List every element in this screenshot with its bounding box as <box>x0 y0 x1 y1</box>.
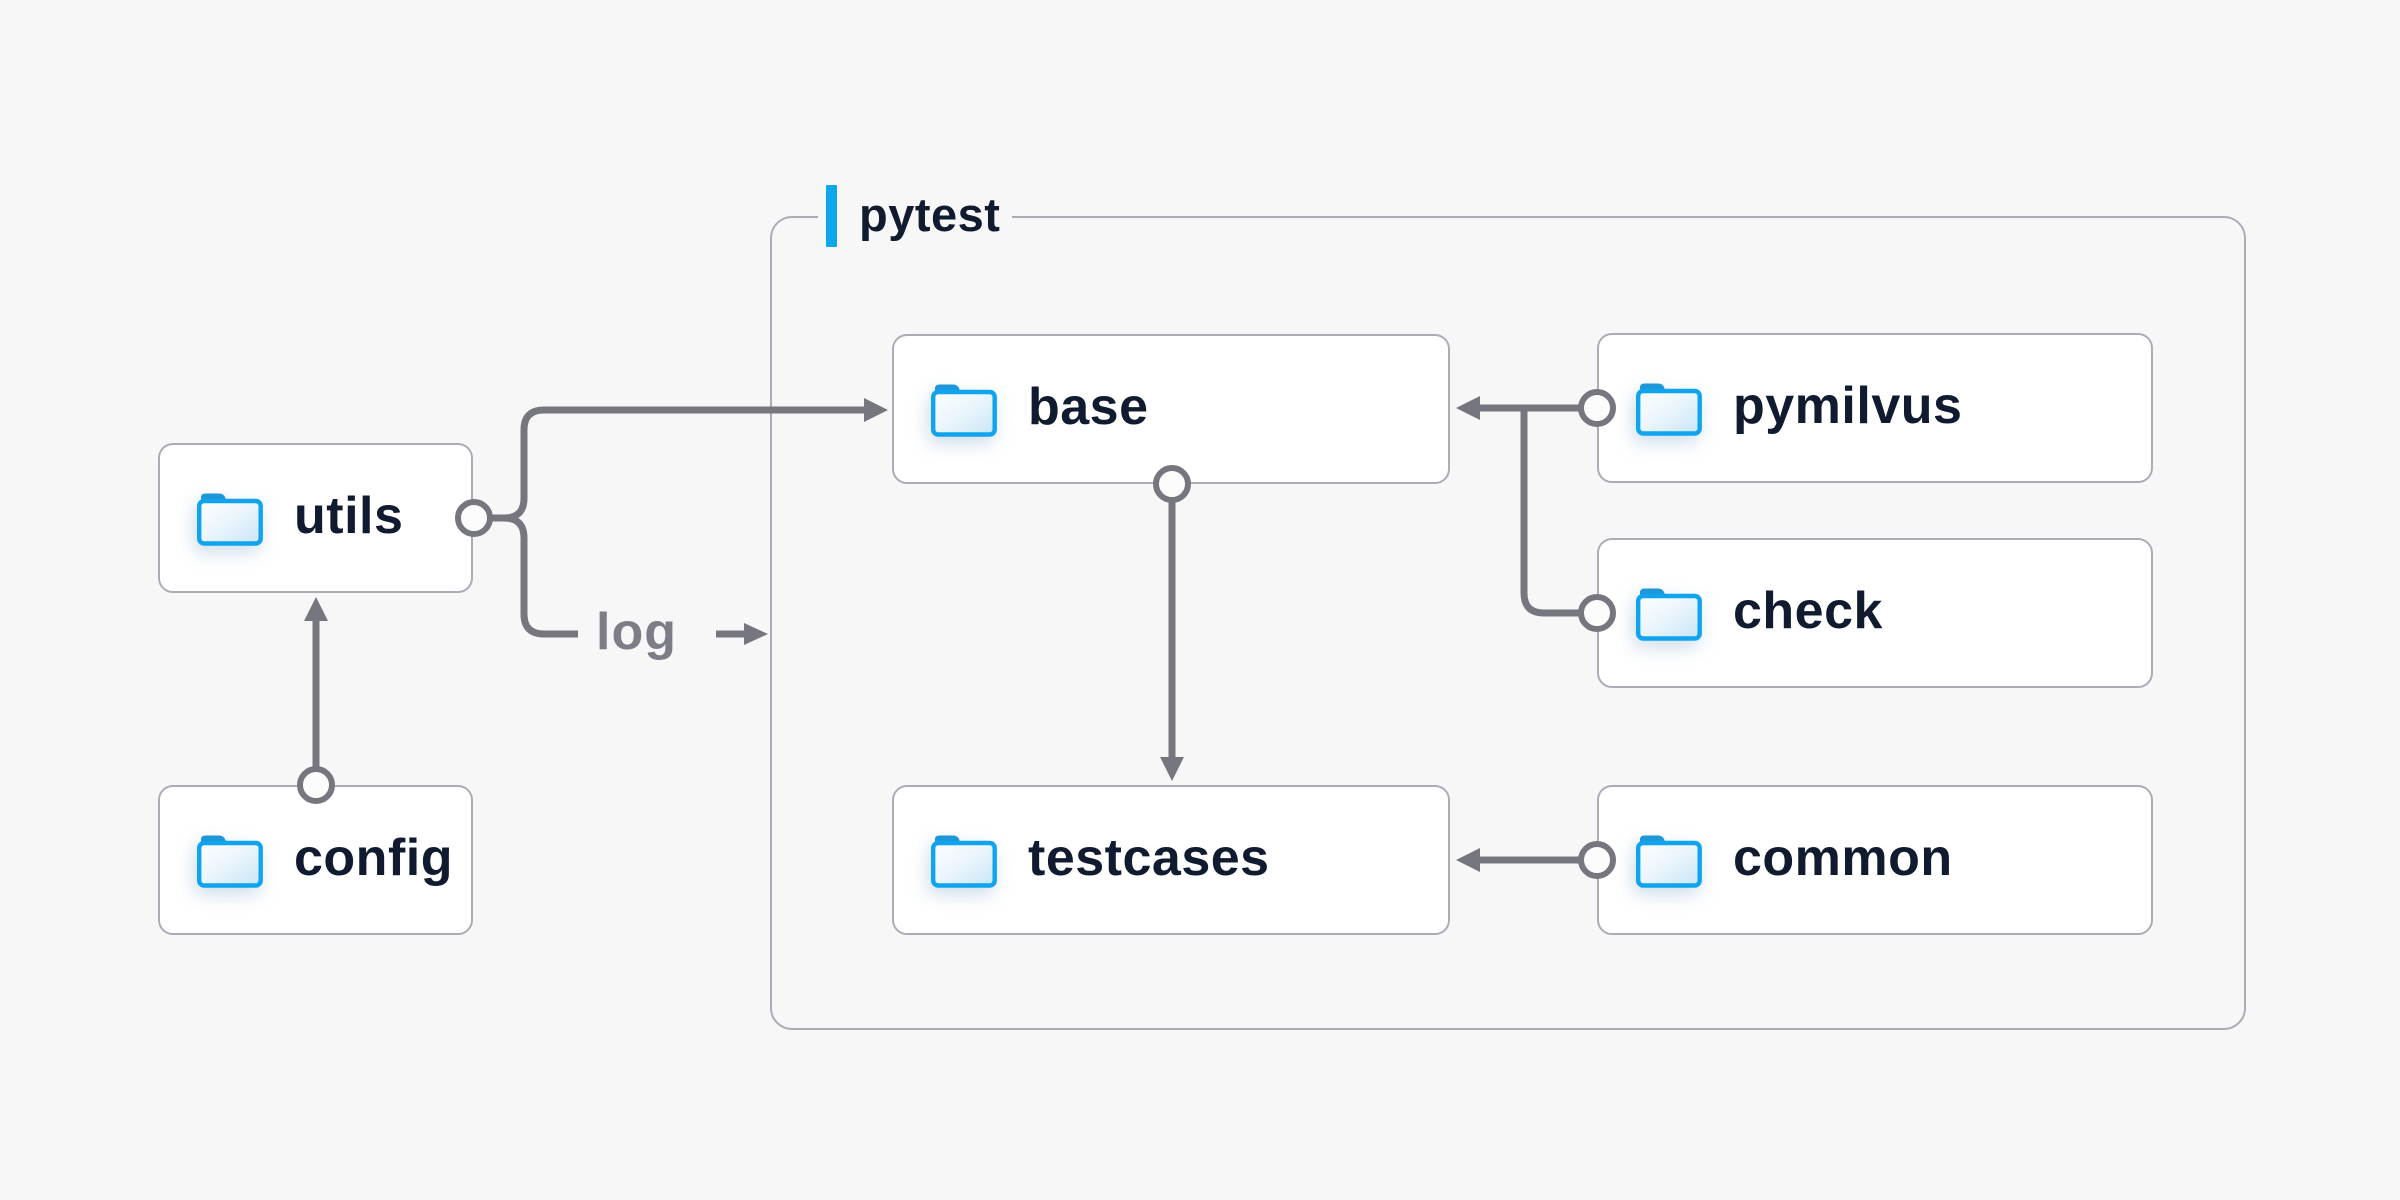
arrowhead-right-icon <box>744 623 768 645</box>
pytest-group-label: pytest <box>818 181 1013 251</box>
folder-icon <box>930 381 998 437</box>
node-label: utils <box>294 487 404 545</box>
folder-node-check: check <box>1597 538 2153 688</box>
folder-icon <box>1635 380 1703 436</box>
folder-node-base: base <box>892 334 1450 484</box>
node-label: check <box>1733 582 1883 640</box>
folder-icon <box>1635 832 1703 888</box>
node-label: config <box>294 829 453 887</box>
edge-utils-to-log <box>455 499 578 638</box>
folder-icon <box>930 832 998 888</box>
folder-node-testcases: testcases <box>892 785 1450 935</box>
accent-bar <box>826 185 837 247</box>
folder-icon <box>1635 585 1703 641</box>
node-label: testcases <box>1028 829 1270 887</box>
log-edge-label: log <box>596 603 677 661</box>
arrowhead-up-icon <box>304 597 328 621</box>
node-label: common <box>1733 829 1953 887</box>
edge-config-to-utils <box>297 597 335 804</box>
pytest-group-container <box>770 216 2246 1030</box>
log-arrow <box>716 623 768 645</box>
folder-node-config: config <box>158 785 473 935</box>
folder-node-pymilvus: pymilvus <box>1597 333 2153 483</box>
pytest-group-title: pytest <box>859 187 1001 241</box>
folder-icon <box>196 832 264 888</box>
node-label: pymilvus <box>1733 377 1963 435</box>
node-label: base <box>1028 378 1149 436</box>
folder-node-common: common <box>1597 785 2153 935</box>
folder-node-utils: utils <box>158 443 473 593</box>
folder-icon <box>196 490 264 546</box>
